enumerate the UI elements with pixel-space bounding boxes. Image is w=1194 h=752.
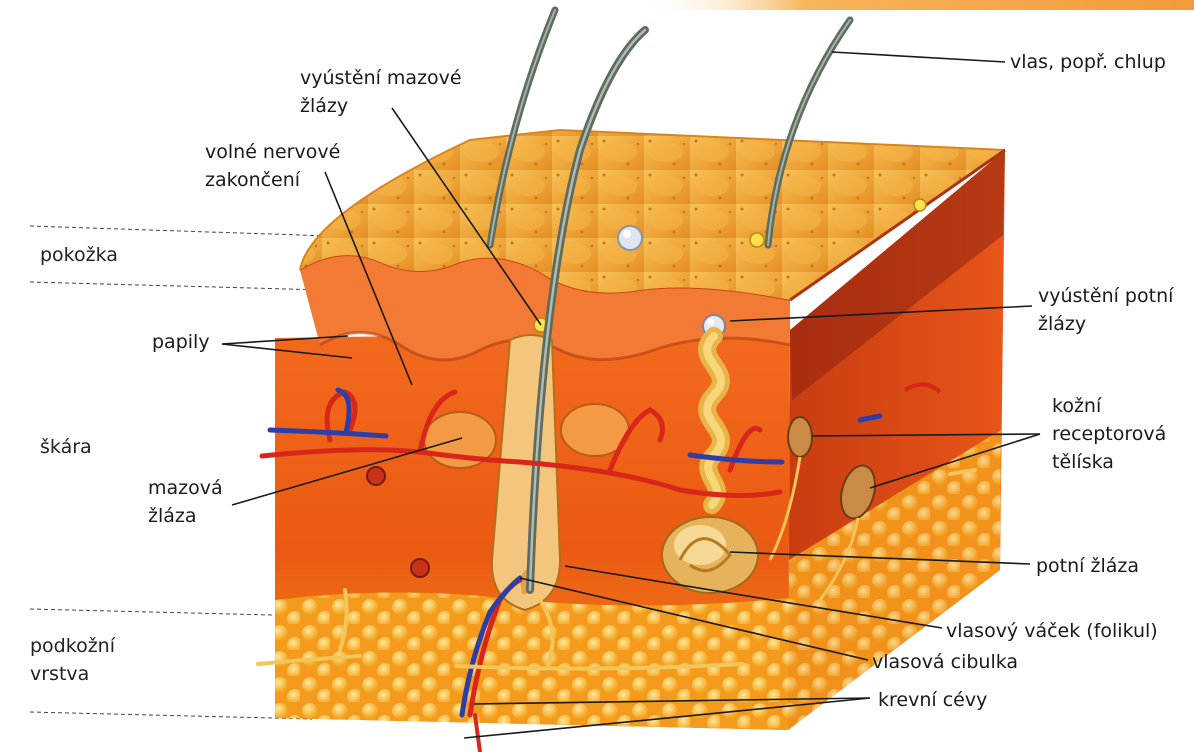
label-pokozka: pokožka xyxy=(40,244,118,266)
skin-block xyxy=(256,6,1006,752)
label-papily: papily xyxy=(152,331,210,353)
nerves xyxy=(256,468,977,671)
top-face xyxy=(300,130,1005,300)
receptor-corpuscle xyxy=(787,416,813,458)
sweat-gland xyxy=(661,327,759,594)
header-bar xyxy=(640,0,1194,10)
subcutis-layer xyxy=(275,592,789,730)
layer-guides xyxy=(29,225,331,720)
label-skara: škára xyxy=(40,436,92,458)
label-podkozni-vrstva: podkožní vrstva xyxy=(30,635,115,685)
label-kozni-receptorova-teliska: kožní receptorová tělíska xyxy=(1052,395,1167,473)
label-volne-nervove-zakonceni: volné nervové zakončení xyxy=(205,141,341,191)
label-potni-zlaza: potní žláza xyxy=(1036,555,1140,577)
label-mazova-zlaza: mazová žláza xyxy=(148,477,223,527)
leader-lines xyxy=(221,51,1041,739)
epidermis-band xyxy=(300,255,790,360)
veins xyxy=(267,387,883,718)
label-krevni-cevy: krevní cévy xyxy=(878,689,988,711)
hairs xyxy=(486,6,854,594)
label-vyusteni-potni-zlazy: vyústění potní žlázy xyxy=(1038,285,1174,335)
label-vlasovy-vacek: vlasový váček (folikul) xyxy=(946,620,1158,642)
pore-droplet xyxy=(617,225,643,251)
label-vlas: vlas, popř. chlup xyxy=(1010,51,1166,73)
label-vyusteni-mazove-zlazy: vyústění mazové žlázy xyxy=(300,67,462,117)
label-vlasova-cibulka: vlasová cibulka xyxy=(872,651,1019,673)
